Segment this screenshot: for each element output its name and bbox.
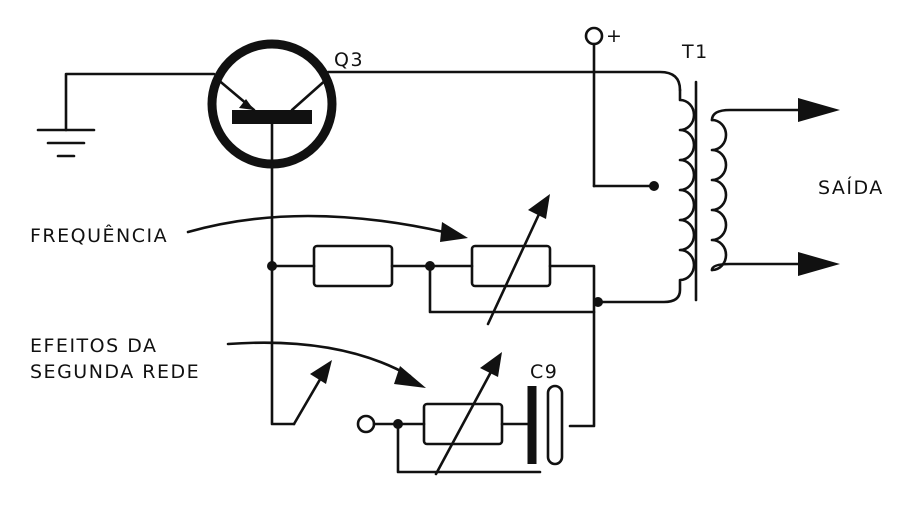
- second-net-label-line2: SEGUNDA REDE: [30, 361, 200, 383]
- frequency-network: [267, 194, 603, 428]
- transformer-label: T1: [681, 41, 709, 63]
- supply-terminal: [584, 26, 659, 191]
- ground-symbol: [36, 72, 216, 158]
- second-net-label-line1: EFEITOS DA: [30, 335, 158, 357]
- frequency-label: FREQUÊNCIA: [30, 224, 168, 247]
- output-label: SAÍDA: [818, 176, 884, 199]
- transistor-q3: [207, 39, 337, 169]
- transformer-t1: [596, 80, 840, 304]
- transistor-label: Q3: [334, 49, 364, 71]
- second-network: [356, 352, 564, 476]
- capacitor-label: C9: [530, 361, 558, 383]
- supply-label: +: [606, 25, 623, 47]
